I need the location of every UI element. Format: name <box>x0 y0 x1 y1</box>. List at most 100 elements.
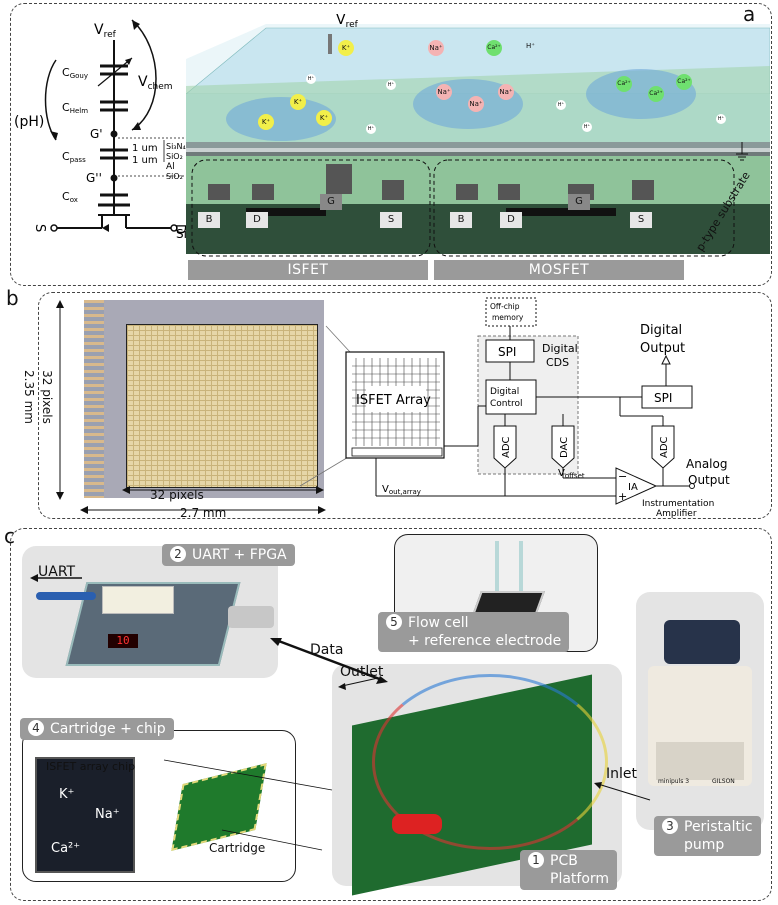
g-dprime-label: G'' <box>86 171 102 185</box>
g-prime-label: G' <box>90 127 103 141</box>
ion-na: Na⁺ <box>436 84 452 100</box>
uart-label: UART <box>38 564 76 580</box>
al-label: Al <box>166 162 175 172</box>
fpga-photo: 10 <box>22 546 278 678</box>
v-out-array-label: Vout,array <box>382 484 421 496</box>
panel-c <box>10 528 772 901</box>
spi-label: SPI <box>498 345 516 359</box>
ribbon-cable <box>228 606 274 628</box>
chip-io-strip <box>84 300 104 498</box>
vref-electrode-label: Vref <box>336 14 359 30</box>
pump-maker: GILSON <box>712 778 735 785</box>
analog-output-line1: Analog <box>686 457 727 471</box>
ion-layer: K⁺ Na⁺ Ca²⁺ K⁺ K⁺ K⁺ Na⁺ Na⁺ Na⁺ Ca²⁺ Ca… <box>186 14 770 154</box>
ion-h: H⁺ <box>366 124 376 134</box>
v-offset-label: Voffset <box>558 468 585 480</box>
chip-na-label: Na⁺ <box>95 807 120 822</box>
adc-label: ADC <box>501 436 512 458</box>
ion-na: Na⁺ <box>468 96 484 112</box>
c-pass-label: Cpass <box>62 150 86 164</box>
ion-h: H⁺ <box>556 100 566 110</box>
isfet-circuit-diagram: Vref CGouy CHelm G' Cpass G'' Cox S D Vc… <box>14 19 187 234</box>
vchem-label: Vchem <box>138 74 173 92</box>
inlet-label: Inlet <box>606 766 637 782</box>
fpga-breadboard <box>102 586 174 614</box>
c-helm-label: CHelm <box>62 101 88 115</box>
pixel-array-grid <box>126 324 318 488</box>
panel-a <box>10 3 772 286</box>
pump-photo: minipuls 3 GILSON <box>636 592 764 830</box>
terminal-b: B <box>198 212 220 228</box>
panel-c-label: c <box>4 524 15 548</box>
cartridge-photo: K⁺ Na⁺ Ca²⁺ Cartridge <box>22 730 296 882</box>
digital-output-line1: Digital <box>640 323 682 338</box>
ion-h: H⁺ <box>716 114 726 124</box>
chip-ca-label: Ca²⁺ <box>51 841 81 856</box>
ion-h: H⁺ <box>582 122 592 132</box>
offchip-line1: Off-chip <box>490 302 520 311</box>
ia-name-line1: Instrumentation <box>642 499 714 509</box>
size-vertical-label: 2.35 mm <box>22 370 36 424</box>
pump-head <box>664 620 740 664</box>
pump-panel <box>656 742 744 780</box>
ion-k: K⁺ <box>338 40 354 56</box>
usb-cable <box>36 592 96 600</box>
terminal-g: G <box>568 194 590 210</box>
c-ox-label: Cox <box>62 190 78 204</box>
analog-output-line2: Output <box>688 473 730 487</box>
cartridge-label: Cartridge <box>209 841 266 855</box>
digital-control-line2: Control <box>490 399 523 409</box>
ph-label: (pH) <box>14 114 44 130</box>
data-label: Data <box>310 642 344 658</box>
ion-ca: Ca²⁺ <box>486 40 502 56</box>
source-label: S <box>32 224 47 232</box>
pixels-vertical-label: 32 pixels <box>40 370 54 424</box>
ion-ca: Ca²⁺ <box>616 76 632 92</box>
mosfet-band: MOSFET <box>434 260 684 280</box>
ion-ca: Ca²⁺ <box>676 74 692 90</box>
panel-b-label: b <box>6 286 19 310</box>
panel-a-label: a <box>743 2 756 26</box>
sio2-top-label: SiO₂ <box>166 152 183 161</box>
size-horizontal-label: 2.7 mm <box>180 506 227 520</box>
readout-block-diagram: ISFET Array Off-chip memory SPI Digital … <box>299 297 730 518</box>
pcb-wires <box>372 674 608 850</box>
terminal-s: S <box>630 212 652 228</box>
ion-h: H⁺ <box>306 74 316 84</box>
fpga-display: 10 <box>108 634 138 648</box>
digital-control-line1: Digital <box>490 387 519 397</box>
ion-ca: Ca²⁺ <box>648 86 664 102</box>
chip-micrograph <box>84 300 324 498</box>
offchip-line2: memory <box>492 313 524 322</box>
spi2-label: SPI <box>654 391 672 405</box>
pump-brand: minipuls 3 <box>658 778 690 785</box>
ion-k: K⁺ <box>316 110 332 126</box>
ia-label: IA <box>628 482 638 493</box>
pcb-photo <box>332 664 622 896</box>
circuit-vref-label: Vref <box>94 22 117 40</box>
adc2-label: ADC <box>659 436 670 458</box>
ion-h: H⁺ <box>386 80 396 90</box>
outlet-label: Outlet <box>340 664 384 680</box>
thickness-1-label: 1 um <box>132 143 158 154</box>
ion-h: H⁺ <box>526 42 535 50</box>
ia-name-line2: Amplifier <box>656 509 697 518</box>
chip-array-label: ISFET array chip <box>46 760 136 773</box>
si-label: Si <box>176 227 187 238</box>
si3n4-label: Si₃N₄ <box>166 142 186 151</box>
ion-k: K⁺ <box>290 94 306 110</box>
terminal-d: D <box>246 212 268 228</box>
dac-label: DAC <box>559 437 570 458</box>
pixels-horizontal-label: 32 pixels <box>150 488 204 502</box>
panel-c-arrows <box>30 574 651 851</box>
c-gouy-label: CGouy <box>62 66 88 80</box>
panel-b <box>38 292 772 519</box>
ia-plus: + <box>618 490 627 503</box>
chip-k-label: K⁺ <box>59 787 75 802</box>
flowcell-tubes <box>495 541 523 591</box>
terminal-g: G <box>320 194 342 210</box>
